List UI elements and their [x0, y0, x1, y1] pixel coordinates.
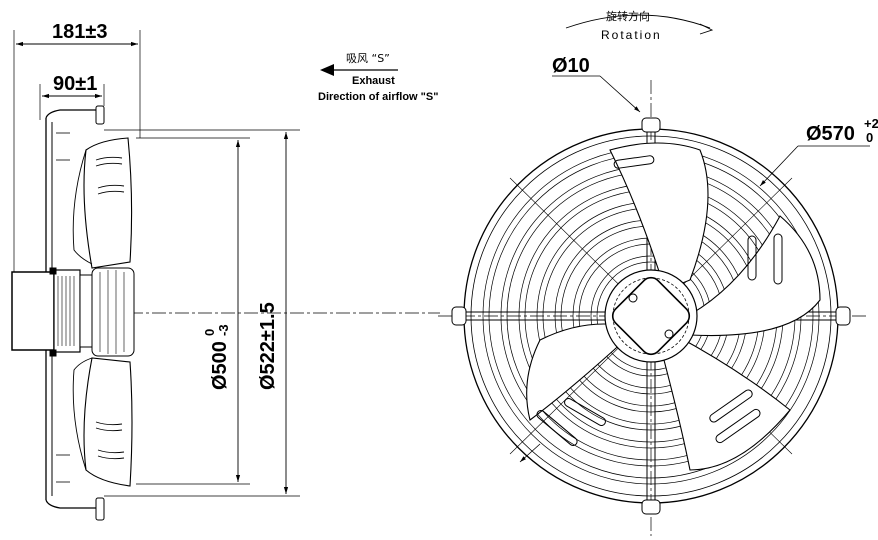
airflow-arrow-icon: [320, 64, 398, 76]
svg-text:0: 0: [202, 329, 217, 336]
airflow-direction: Direction of airflow "S": [318, 91, 438, 103]
svg-text:Ø522±1.5: Ø522±1.5: [257, 302, 279, 390]
dim-inner-diameter: Ø500 0 -3: [202, 324, 231, 390]
airflow-note: 吸风 “S” Exhaust Direction of airflow "S": [318, 52, 438, 103]
svg-text:0: 0: [866, 130, 873, 145]
rotation-label-en: Rotation: [601, 28, 662, 42]
front-view: [438, 14, 870, 536]
dim-hole-diameter: Ø10: [552, 55, 590, 77]
dim-outer-diameter: Ø522±1.5: [257, 302, 279, 390]
svg-text:Ø500: Ø500: [209, 341, 231, 390]
dim-guard-diameter: Ø570 +2 0: [806, 116, 878, 145]
side-view: [11, 30, 440, 521]
airflow-label-en: Exhaust: [352, 75, 395, 87]
airflow-label-cn: 吸风 “S”: [346, 52, 390, 65]
dim-motor-width: 90±1: [53, 73, 97, 95]
svg-text:-3: -3: [216, 324, 231, 336]
rotation-label-cn: 旋转方向: [606, 9, 650, 23]
svg-text:Ø570: Ø570: [806, 123, 855, 145]
rotation-arrow-icon: [565, 14, 714, 35]
dim-total-width: 181±3: [52, 21, 107, 43]
svg-text:+2: +2: [864, 116, 878, 131]
